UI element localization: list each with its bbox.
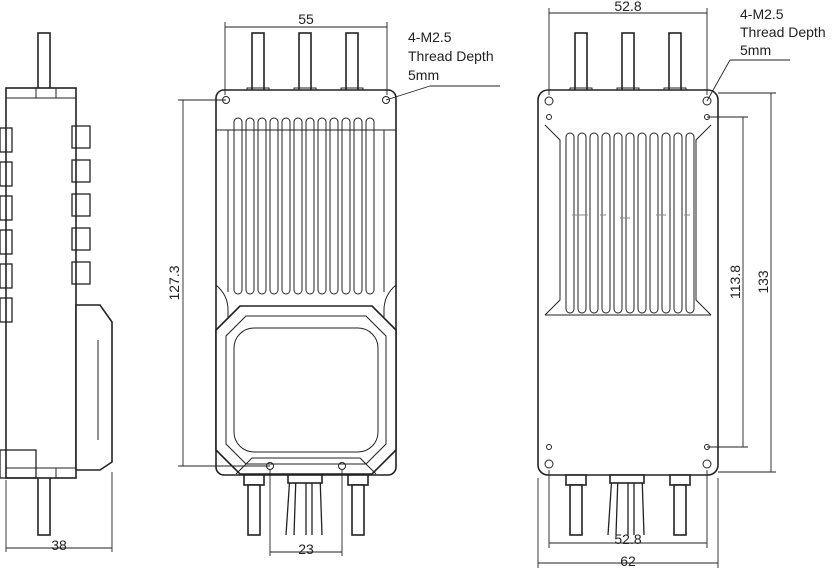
back-mount-hole (544, 459, 554, 469)
front-bottom-cable (351, 484, 365, 536)
front-thread-note-line2: Thread Depth (408, 48, 494, 64)
back-fins (565, 132, 695, 314)
front-thread-note-line3: 5mm (408, 67, 439, 83)
front-view: 55 127.3 23 4-M2.5 Thread Depth 5mm (166, 11, 500, 557)
side-top-cable (37, 32, 51, 94)
side-view: 38 (0, 32, 113, 553)
back-inner-hole (546, 114, 552, 120)
dim-55-label: 55 (298, 11, 314, 27)
back-bottom-cable (673, 484, 687, 536)
dim-38-label: 38 (51, 537, 67, 553)
front-top-cable (298, 32, 312, 94)
back-thread-leader (706, 59, 731, 102)
back-mount-hole (544, 96, 554, 106)
back-inner-hole (546, 444, 552, 450)
back-top-cable (621, 32, 635, 94)
dim-133-label: 133 (755, 270, 771, 294)
front-thread-leader (385, 85, 431, 101)
dim-52-8-bottom-label: 52.8 (614, 531, 641, 547)
front-lower-cover-panel (233, 327, 379, 453)
side-body (5, 87, 77, 479)
side-bottom-cable (37, 471, 51, 536)
back-signal-wires (607, 474, 645, 536)
side-left-fins (0, 127, 37, 479)
dim-62-label: 62 (620, 553, 636, 569)
front-top-cable (345, 32, 359, 94)
side-lower-block (75, 304, 113, 471)
back-mount-hole (702, 96, 712, 106)
front-bottom-cable (243, 474, 265, 486)
front-thread-note-line1: 4-M2.5 (408, 29, 452, 45)
front-top-cable (251, 32, 265, 94)
back-thread-note-line1: 4-M2.5 (740, 6, 784, 22)
back-top-cable (574, 32, 588, 94)
back-bottom-cable (569, 484, 583, 536)
back-mount-hole (702, 459, 712, 469)
back-body (537, 89, 719, 476)
back-view: 52.8 52.8 62 113.8 133 4-M2.5 Thread Dep… (537, 0, 826, 569)
front-fins (233, 117, 375, 295)
back-thread-note-line2: Thread Depth (740, 24, 826, 40)
front-mount-hole (338, 462, 346, 470)
dim-127-label: 127.3 (166, 265, 182, 300)
back-top-cable (668, 32, 682, 94)
back-thread-note-line3: 5mm (740, 42, 771, 58)
front-bottom-cable (247, 484, 261, 536)
front-bottom-cable (347, 474, 369, 486)
front-mount-hole (382, 96, 390, 104)
dim-23-label: 23 (298, 541, 314, 557)
back-bottom-cable (565, 474, 587, 486)
front-signal-wires (285, 474, 323, 536)
back-bottom-cable (669, 474, 691, 486)
side-right-fins (71, 125, 91, 285)
dim-52-8-top-label: 52.8 (614, 0, 641, 14)
dim-113-label: 113.8 (727, 265, 743, 299)
